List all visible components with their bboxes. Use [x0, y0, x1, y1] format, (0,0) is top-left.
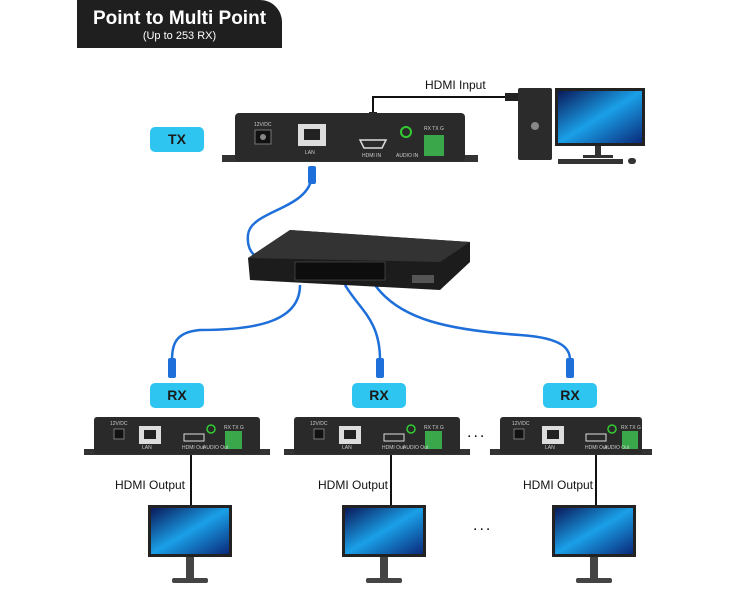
rx1-serial-label: RX TX G: [224, 425, 244, 431]
rx1-lan-cable: [170, 284, 302, 361]
rx2-lan-cable: [343, 284, 382, 361]
title: Point to Multi Point: [92, 8, 267, 29]
hdmi-output-label-3: HDMI Output: [523, 478, 594, 492]
rx2-lan-label: LAN: [342, 445, 352, 451]
rx-badge-2: RX: [352, 383, 406, 408]
title-banner: Point to Multi Point (Up to 253 RX): [77, 0, 282, 48]
rx-badge-3: RX: [543, 383, 597, 408]
rx2-audio-label: AUDIO Out: [403, 445, 429, 451]
tx-lan-label: LAN: [305, 150, 315, 156]
rx3-lan-label: LAN: [545, 445, 555, 451]
hdmi-output-label-2: HDMI Output: [318, 478, 389, 492]
rx2-serial-label: RX TX G: [424, 425, 444, 431]
ellipsis-devices: ...: [467, 424, 487, 441]
rx3-hdmi-label: HDMI Out: [585, 445, 608, 451]
network-switch: [248, 230, 470, 290]
rx2-hdmi-label: HDMI Out: [382, 445, 405, 451]
display-monitors: [148, 505, 636, 583]
rx-devices: [84, 417, 652, 455]
tx-device: [222, 113, 478, 162]
rx3-power-label: 12V/DC: [512, 421, 530, 427]
tx-hdmi-label: HDMI IN: [362, 153, 382, 159]
source-pc: [518, 88, 645, 164]
rx3-serial-label: RX TX G: [621, 425, 641, 431]
rx1-audio-label: AUDIO Out: [203, 445, 229, 451]
rx3-lan-cable: [373, 284, 572, 361]
rx2-power-label: 12V/DC: [310, 421, 328, 427]
hdmi-input-label: HDMI Input: [425, 78, 486, 92]
rx3-audio-label: AUDIO Out: [604, 445, 630, 451]
tx-audio-label: AUDIO IN: [396, 153, 419, 159]
hdmi-plug-pc: [505, 93, 519, 101]
cable-connectors: [168, 166, 574, 378]
hdmi-output-cables: [190, 455, 597, 507]
hdmi-output-label-1: HDMI Output: [115, 478, 186, 492]
tx-badge: TX: [150, 127, 204, 152]
rx1-hdmi-label: HDMI Out: [182, 445, 205, 451]
rx1-lan-label: LAN: [142, 445, 152, 451]
tx-power-label: 12V/DC: [254, 122, 272, 128]
tx-serial-label: RX TX G: [424, 126, 444, 132]
ellipsis-monitors: ...: [473, 517, 493, 534]
rx-badge-1: RX: [150, 383, 204, 408]
rx1-power-label: 12V/DC: [110, 421, 128, 427]
subtitle: (Up to 253 RX): [142, 30, 217, 42]
